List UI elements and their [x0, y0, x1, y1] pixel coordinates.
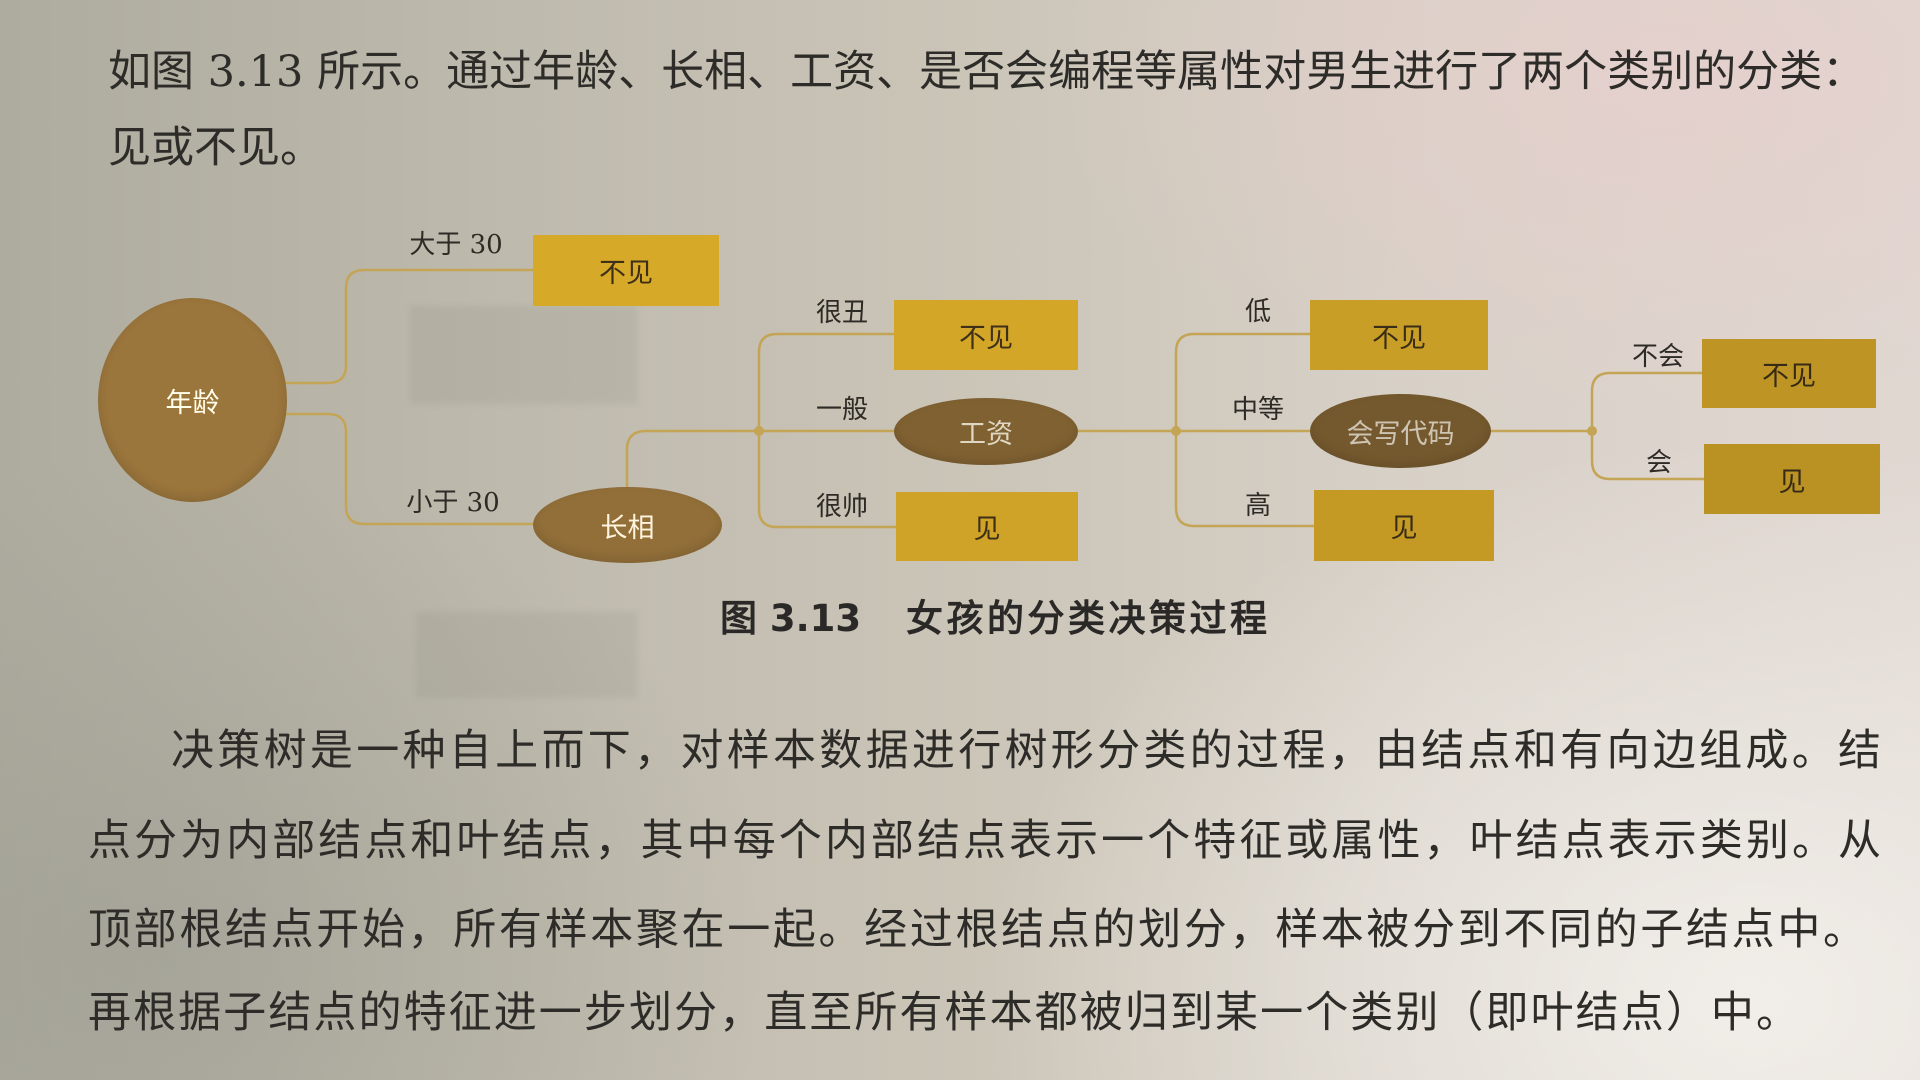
show-through-block — [410, 306, 637, 404]
edge-looks-trunk — [625, 429, 759, 487]
branch-junction-dot — [1587, 426, 1597, 436]
leaf-result: 不见 — [1310, 300, 1488, 370]
edge-label: 小于 30 — [406, 488, 500, 518]
node-coding: 会写代码 — [1310, 394, 1491, 468]
leaf-label: 不见 — [1372, 322, 1426, 354]
leaf-result: 见 — [1704, 444, 1880, 514]
branch-junction-dot — [754, 426, 764, 436]
node-label: 工资 — [959, 419, 1013, 450]
figure-caption-number: 图 3.13 — [720, 597, 862, 640]
body-text-line: 点分为内部结点和叶结点，其中每个内部结点表示一个特征或属性，叶结点表示类别。从 — [88, 816, 1882, 866]
leaf-result: 不见 — [894, 300, 1078, 370]
node-label: 会写代码 — [1346, 418, 1455, 450]
edge-label: 很丑 — [815, 298, 868, 328]
decision-tree-figure: 年龄 长相 工资 会写代码 不见 不见 见 不见 见 不见 见 — [98, 230, 1880, 640]
show-through-block — [416, 612, 637, 698]
edge-label: 会 — [1645, 448, 1672, 478]
edge-salary-high — [1174, 431, 1314, 528]
edge-label: 很帅 — [815, 492, 868, 522]
body-text-line: 决策树是一种自上而下，对样本数据进行树形分类的过程，由结点和有向边组成。结 — [171, 726, 1882, 776]
leaf-label: 见 — [973, 514, 1001, 545]
intro-text-line: 如图 3.13 所示。通过年龄、长相、工资、是否会编程等属性对男生进行了两个类别… — [108, 47, 1855, 97]
leaf-label: 不见 — [599, 258, 653, 289]
edge-salary-low — [1174, 332, 1310, 431]
leaf-result: 不见 — [1702, 339, 1876, 408]
node-looks: 长相 — [533, 487, 722, 563]
edge-label: 低 — [1244, 297, 1271, 327]
edge-age-over-30 — [285, 268, 533, 385]
edge-label: 一般 — [815, 395, 868, 425]
edge-label: 中等 — [1231, 395, 1284, 425]
edge-coding-yes — [1590, 431, 1704, 481]
body-text-line: 再根据子结点的特征进一步划分，直至所有样本都被归到某一个类别（即叶结点）中。 — [88, 988, 1800, 1038]
node-label: 年龄 — [165, 387, 220, 419]
edge-label: 大于 30 — [409, 230, 503, 260]
body-text-line: 顶部根结点开始，所有样本聚在一起。经过根结点的划分，样本被分到不同的子结点中。 — [88, 905, 1867, 955]
edge-looks-ugly — [757, 332, 894, 431]
leaf-result: 见 — [1314, 490, 1494, 561]
node-label: 长相 — [600, 512, 655, 544]
branch-junction-dot — [1171, 426, 1181, 436]
leaf-label: 不见 — [959, 322, 1013, 354]
figure-caption-title: 女孩的分类决策过程 — [906, 597, 1267, 640]
decision-tree-edges — [285, 268, 1704, 529]
edge-coding-no — [1590, 371, 1702, 431]
leaf-label: 见 — [1778, 466, 1806, 498]
leaf-result: 见 — [896, 492, 1078, 561]
node-salary: 工资 — [894, 398, 1078, 465]
edge-looks-handsome — [757, 431, 896, 529]
leaf-result: 不见 — [533, 235, 719, 306]
edge-label: 不会 — [1631, 342, 1684, 372]
leaf-label: 不见 — [1762, 361, 1816, 392]
intro-text-line: 见或不见。 — [108, 123, 323, 173]
edge-label: 高 — [1244, 491, 1271, 521]
root-node-age: 年龄 — [98, 298, 287, 502]
leaf-label: 见 — [1390, 513, 1418, 544]
edge-age-under-30 — [285, 412, 533, 526]
